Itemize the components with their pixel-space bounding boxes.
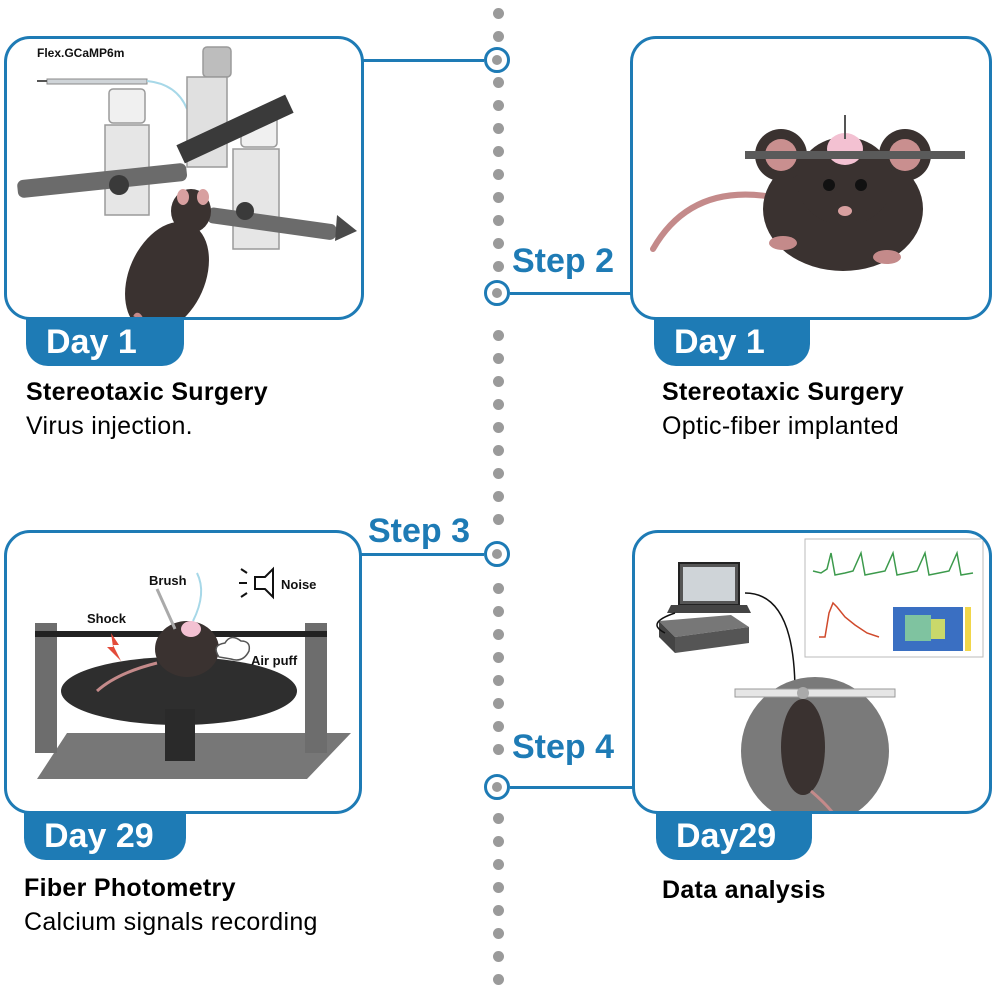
speaker-icon bbox=[239, 566, 274, 600]
mouse-illustration bbox=[650, 115, 965, 271]
timeline-dot bbox=[493, 192, 504, 203]
timeline-dot bbox=[493, 928, 504, 939]
timeline-dot bbox=[493, 744, 504, 755]
timeline-dot bbox=[493, 514, 504, 525]
timeline-dot bbox=[493, 238, 504, 249]
timeline-dot bbox=[493, 100, 504, 111]
timeline-dot bbox=[493, 31, 504, 42]
timeline-dot bbox=[493, 422, 504, 433]
signal-trace-chart bbox=[812, 550, 974, 576]
timeline-dot bbox=[493, 169, 504, 180]
timeline-dot bbox=[493, 8, 504, 19]
timeline-dot bbox=[493, 445, 504, 456]
timeline-dot bbox=[493, 859, 504, 870]
timeline-dot bbox=[493, 606, 504, 617]
mouse-illustration bbox=[125, 189, 211, 317]
data-analysis-illustration bbox=[656, 538, 984, 811]
timeline-node-step1 bbox=[484, 47, 510, 73]
timeline-node-step2 bbox=[484, 280, 510, 306]
panel4-title: Data analysis bbox=[662, 876, 826, 904]
signal-trace-chart-2 bbox=[819, 601, 880, 638]
airpuff-label: Air puff bbox=[251, 653, 298, 668]
timeline-dot bbox=[493, 974, 504, 985]
step-4-label: Step 4 bbox=[512, 728, 615, 766]
timeline-dot bbox=[493, 215, 504, 226]
timeline-dot bbox=[493, 146, 504, 157]
day-tab-panel4: Day29 bbox=[656, 812, 812, 860]
photometry-console-icon bbox=[659, 615, 749, 653]
timeline-dot bbox=[493, 698, 504, 709]
timeline-dot bbox=[493, 813, 504, 824]
timeline-dot bbox=[493, 905, 504, 916]
panel2-description: Optic-fiber implanted bbox=[662, 412, 899, 440]
timeline-dot bbox=[493, 353, 504, 364]
laptop-icon bbox=[667, 562, 751, 613]
timeline-dot bbox=[493, 652, 504, 663]
timeline-dot bbox=[493, 882, 504, 893]
stereotaxic-frame-illustration: Flex.GCaMP6m bbox=[17, 46, 357, 317]
syringe-icon bbox=[37, 78, 188, 110]
timeline-dot bbox=[493, 330, 504, 341]
heatmap-chart bbox=[893, 607, 971, 651]
timeline-dot bbox=[493, 629, 504, 640]
panel1-title: Stereotaxic Surgery bbox=[26, 378, 268, 406]
timeline-dot bbox=[493, 261, 504, 272]
panel-virus-injection: Flex.GCaMP6m bbox=[4, 36, 364, 320]
panel-data-analysis bbox=[632, 530, 992, 814]
timeline-dot bbox=[493, 951, 504, 962]
timeline-dot bbox=[493, 77, 504, 88]
timeline-dot bbox=[493, 123, 504, 134]
timeline-dot bbox=[493, 491, 504, 502]
connector-step3 bbox=[358, 553, 484, 556]
day-tab-panel2: Day 1 bbox=[654, 318, 810, 366]
day-tab-panel3: Day 29 bbox=[24, 812, 186, 860]
panel2-title: Stereotaxic Surgery bbox=[662, 378, 904, 406]
behavior-setup-illustration: Brush Noise Shock Air puff bbox=[35, 566, 351, 779]
lightning-icon bbox=[107, 633, 121, 661]
step-3-label: Step 3 bbox=[368, 512, 471, 550]
day-tab-panel1: Day 1 bbox=[26, 318, 184, 366]
timeline-dot bbox=[493, 836, 504, 847]
timeline-dot bbox=[493, 721, 504, 732]
panel3-title: Fiber Photometry bbox=[24, 874, 236, 902]
panel-fiber-implant bbox=[630, 36, 992, 320]
step-2-label: Step 2 bbox=[512, 242, 615, 280]
timeline-dot bbox=[493, 376, 504, 387]
noise-label: Noise bbox=[281, 577, 316, 592]
timeline-node-step4 bbox=[484, 774, 510, 800]
timeline-dot bbox=[493, 583, 504, 594]
connector-step2 bbox=[510, 292, 635, 295]
timeline-dot bbox=[493, 675, 504, 686]
connector-step4 bbox=[510, 786, 635, 789]
virus-label: Flex.GCaMP6m bbox=[37, 46, 124, 60]
panel-fiber-photometry: Brush Noise Shock Air puff bbox=[4, 530, 362, 814]
panel1-description: Virus injection. bbox=[26, 412, 193, 440]
brush-label: Brush bbox=[149, 573, 187, 588]
timeline-node-step3 bbox=[484, 541, 510, 567]
timeline-dot bbox=[493, 468, 504, 479]
panel3-description: Calcium signals recording bbox=[24, 908, 318, 936]
connector-step1 bbox=[362, 59, 484, 62]
shock-label: Shock bbox=[87, 611, 127, 626]
timeline-dot bbox=[493, 399, 504, 410]
